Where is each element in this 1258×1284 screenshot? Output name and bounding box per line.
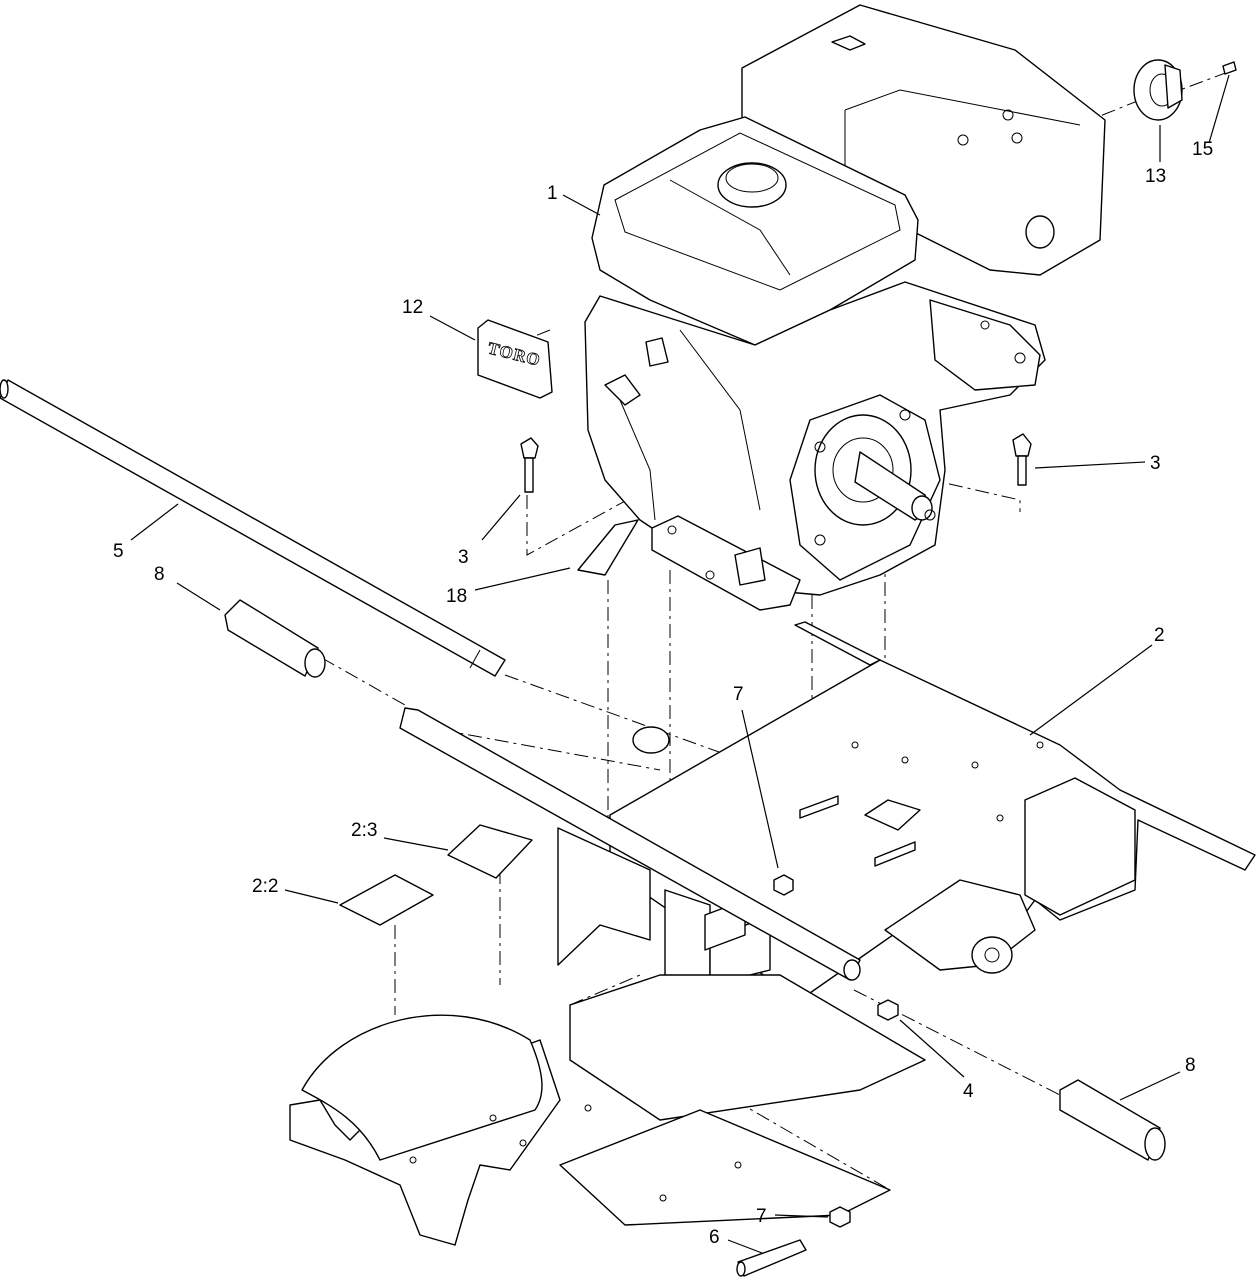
callout-8-top: 8 xyxy=(154,564,165,585)
nut-part-4 xyxy=(877,999,899,1021)
leader-lines xyxy=(130,74,1230,1254)
callout-3-left: 3 xyxy=(458,547,469,568)
nut-part-7-lower xyxy=(829,1206,851,1228)
shaft-part-5 xyxy=(0,379,861,981)
decal-part-2-3 xyxy=(447,824,533,879)
callout-13: 13 xyxy=(1145,166,1166,187)
callout-15: 15 xyxy=(1192,139,1213,160)
bolt-right-part-3 xyxy=(1012,433,1032,486)
callout-2-2: 2:2 xyxy=(252,876,278,897)
callout-2: 2 xyxy=(1154,625,1165,646)
callout-2-3: 2:3 xyxy=(351,820,377,841)
callout-7-upper: 7 xyxy=(733,684,744,705)
callout-8-bottom: 8 xyxy=(1185,1055,1196,1076)
decal-part-2-2 xyxy=(339,874,434,926)
bolt-left-part-3 xyxy=(520,437,539,493)
grip-part-8-top xyxy=(224,599,326,678)
callout-12: 12 xyxy=(402,297,423,318)
callout-4: 4 xyxy=(963,1081,974,1102)
callout-7-lower: 7 xyxy=(756,1206,767,1227)
grip-part-8-bottom xyxy=(1059,1079,1166,1161)
callout-labels: 1 2 3 3 4 5 6 7 7 8 8 12 13 15 18 2:2 2:… xyxy=(113,139,1213,1248)
engine xyxy=(584,4,1106,611)
decal-part-18 xyxy=(577,519,639,576)
pin-part-6 xyxy=(736,1239,807,1277)
callout-1: 1 xyxy=(547,183,558,204)
callout-6: 6 xyxy=(709,1227,720,1248)
toro-decal-part-12: TORO xyxy=(477,319,553,399)
flange-part-13 xyxy=(1133,59,1183,121)
callout-3-right: 3 xyxy=(1150,453,1161,474)
screw-part-15 xyxy=(1222,61,1237,75)
callout-5: 5 xyxy=(113,541,124,562)
callout-18: 18 xyxy=(446,586,467,607)
nut-part-7-upper xyxy=(773,874,794,896)
